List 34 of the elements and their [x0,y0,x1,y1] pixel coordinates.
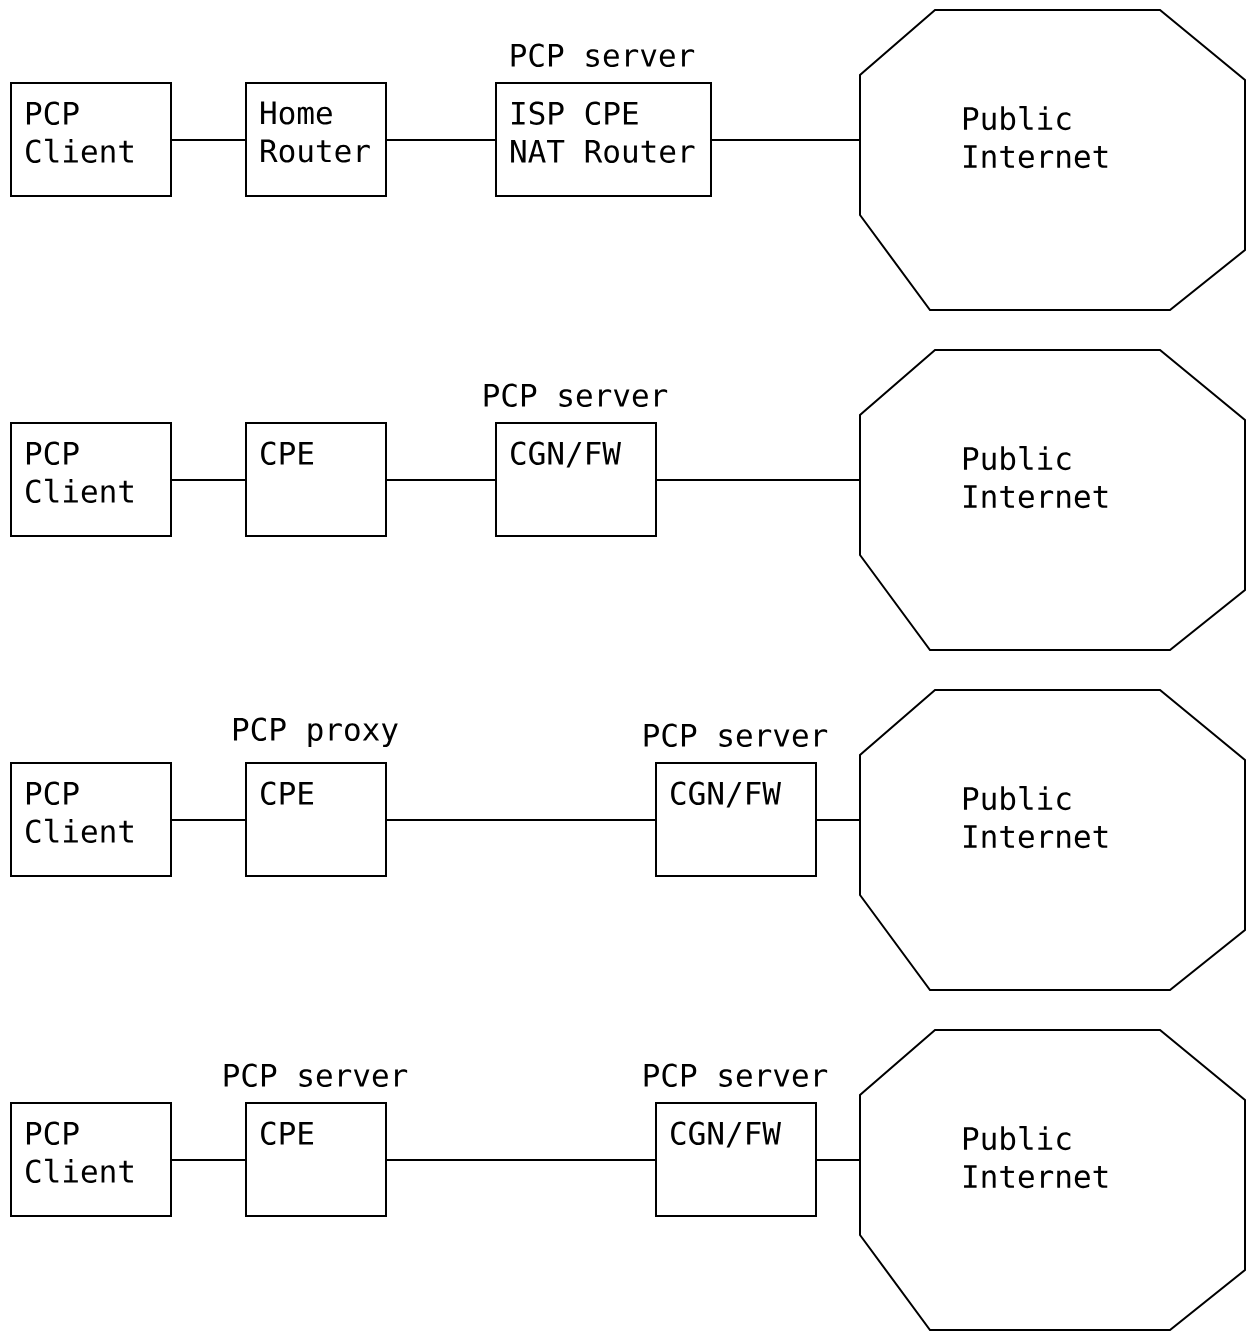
internet-cloud: Public Internet [859,349,1246,651]
heading-label: PCP server [484,383,668,407]
device-box: CPE [245,762,387,877]
device-box: PCP Client [10,422,172,537]
connection-line [656,479,861,481]
heading-label: PCP server [644,1063,828,1087]
device-box: CGN/FW [655,1102,817,1217]
heading-label: PCP proxy [234,717,398,747]
connection-line [171,139,246,141]
internet-cloud: Public Internet [859,689,1246,991]
connection-line [386,1159,656,1161]
device-box: CPE [245,422,387,537]
connection-line [816,819,861,821]
connection-line [171,819,246,821]
connection-line [386,479,496,481]
device-box: CPE [245,1102,387,1217]
connection-line [171,479,246,481]
device-box: PCP Client [10,1102,172,1217]
device-box: ISP CPE NAT Router [495,82,712,197]
internet-cloud: Public Internet [859,9,1246,311]
heading-label: PCP server [224,1063,408,1087]
connection-line [711,139,861,141]
connection-line [386,819,656,821]
internet-cloud: Public Internet [859,1029,1246,1331]
connection-line [816,1159,861,1161]
connection-line [171,1159,246,1161]
device-box: Home Router [245,82,387,197]
device-box: CGN/FW [655,762,817,877]
connection-line [386,139,496,141]
device-box: CGN/FW [495,422,657,537]
heading-label: PCP server [511,43,695,67]
device-box: PCP Client [10,82,172,197]
heading-label: PCP server [644,723,828,747]
device-box: PCP Client [10,762,172,877]
